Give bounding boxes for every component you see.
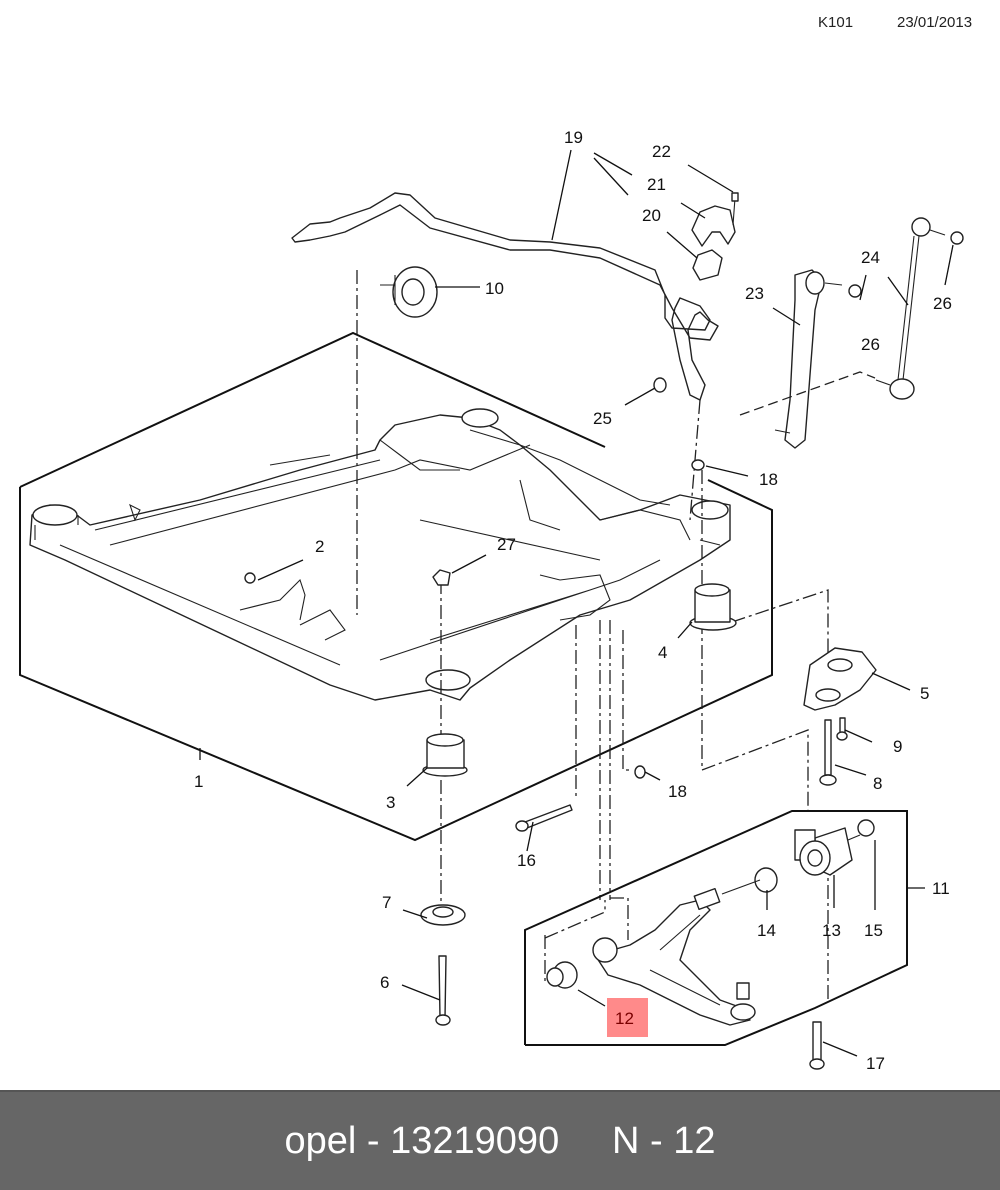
bolt-17-drawing <box>812 1021 822 1061</box>
callout-24: 24 <box>861 248 880 267</box>
bolt-9-drawing <box>839 717 846 734</box>
bushing-13-drawing <box>794 827 853 876</box>
callout-10: 10 <box>485 279 504 298</box>
callout-11: 11 <box>932 879 950 898</box>
callout-21: 21 <box>647 175 666 194</box>
callout-8: 8 <box>873 774 882 793</box>
callout-27: 27 <box>497 535 516 554</box>
callout-17: 17 <box>866 1054 885 1073</box>
callout-7: 7 <box>382 893 391 912</box>
callout-14: 14 <box>757 921 776 940</box>
bolt-6-drawing <box>438 955 447 1019</box>
clip-27-drawing <box>432 569 451 586</box>
clamp-drawing <box>691 192 739 281</box>
parts-diagram: 19 22 21 20 10 23 24 26 26 25 18 2 27 4 … <box>19 128 964 1073</box>
diagram-code: K101 <box>818 14 854 31</box>
stabilizer-bar-drawing <box>291 192 719 401</box>
callout-18-lower: 18 <box>668 782 687 801</box>
footer-bar: opel - 13219090 N - 12 <box>0 1090 1000 1190</box>
callout-16: 16 <box>517 851 536 870</box>
leader-lines <box>257 149 954 1057</box>
callout-26-upper: 26 <box>933 294 952 313</box>
highlight-callout-12-box <box>607 998 648 1037</box>
bushing-4-drawing <box>689 583 737 631</box>
callout-4: 4 <box>658 643 667 662</box>
nut-18-lower-drawing <box>634 765 646 779</box>
callout-25: 25 <box>593 409 612 428</box>
subframe-group-frame <box>19 479 773 842</box>
callout-3: 3 <box>386 793 395 812</box>
callout-1: 1 <box>194 772 203 791</box>
callout-19: 19 <box>564 128 583 147</box>
control-arm-drawing <box>546 887 756 1026</box>
callout-13: 13 <box>822 921 841 940</box>
callout-5: 5 <box>920 684 929 703</box>
callout-26-lower: 26 <box>861 335 880 354</box>
diagram-date: 23/01/2013 <box>897 14 973 31</box>
link-23-drawing <box>774 269 862 449</box>
subframe-drawing <box>29 408 731 701</box>
part-number-label: opel - 13219090 N - 12 <box>284 1120 716 1162</box>
part-10-drawing <box>380 266 438 318</box>
bolt-15-drawing <box>857 819 875 837</box>
header: K101 23/01/2013 <box>0 0 1000 50</box>
bracket-5-drawing <box>803 647 877 711</box>
callout-12-highlighted[interactable]: 12 <box>615 1009 634 1028</box>
nut-18-drawing <box>691 459 705 471</box>
bushing-3-drawing <box>422 733 468 777</box>
callout-23: 23 <box>745 284 764 303</box>
nut-25-drawing <box>653 377 667 393</box>
bolt-8-drawing <box>824 719 832 776</box>
callout-2: 2 <box>315 537 324 556</box>
link-24-drawing <box>875 217 964 400</box>
callout-22: 22 <box>652 142 671 161</box>
callout-9: 9 <box>893 737 902 756</box>
callout-20: 20 <box>642 206 661 225</box>
callout-15: 15 <box>864 921 883 940</box>
subframe-group-frame-top <box>19 331 606 488</box>
callout-18-upper: 18 <box>759 470 778 489</box>
callout-6: 6 <box>380 973 389 992</box>
washer-14-drawing <box>754 867 778 893</box>
